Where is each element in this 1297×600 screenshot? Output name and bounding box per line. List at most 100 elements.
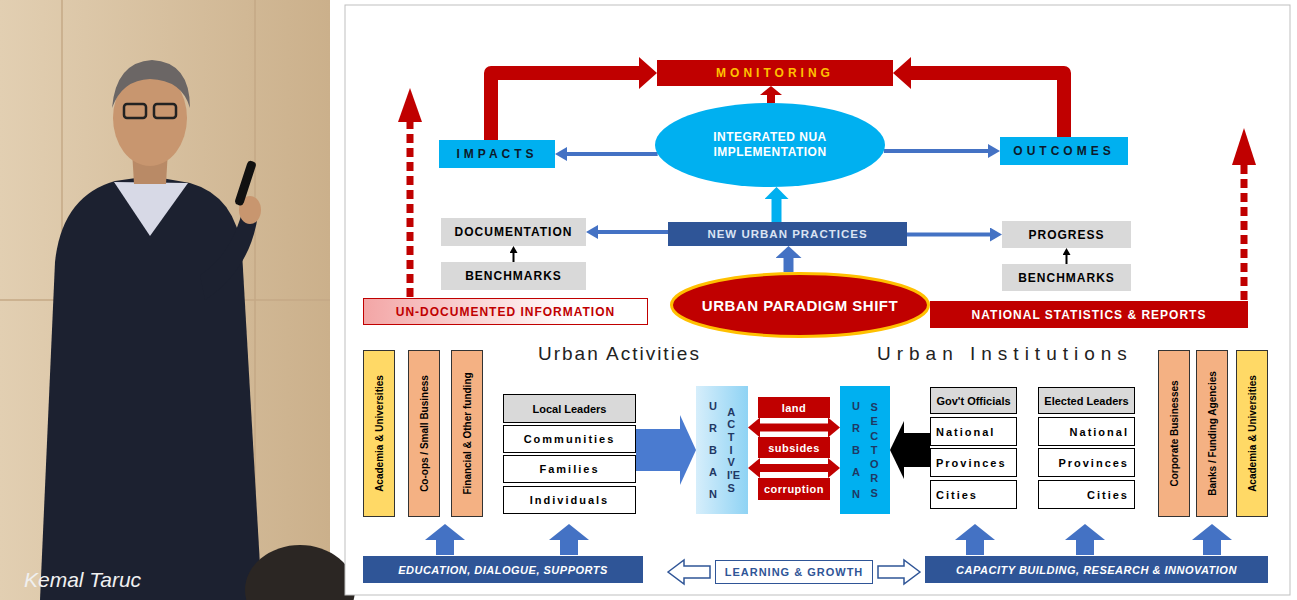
audience-head: [245, 545, 355, 600]
benchmark-box: BENCHMARKS: [1002, 264, 1131, 291]
node-text: Provinces: [1058, 457, 1129, 469]
node-text: BENCHMARKS: [1018, 271, 1115, 285]
issue-box: subsides: [758, 437, 830, 458]
node-text: Co-ops / Small Business: [419, 375, 430, 492]
speaker-hair: [112, 60, 190, 108]
feedback-arrow: [491, 73, 639, 140]
up-arrow: [767, 95, 775, 103]
header-cell: Local Leaders: [503, 394, 636, 423]
photo-caption: Kemal Taruc: [24, 568, 141, 592]
node-text: BENCHMARKS: [465, 269, 562, 283]
ellipse-shape: [655, 103, 885, 187]
impacts-box: IMPACTS: [439, 140, 555, 168]
implementation-ellipse: INTEGRATED NUA IMPLEMENTATION: [655, 103, 885, 187]
group-heading: Urban Institutions: [877, 343, 1133, 365]
node-text: corruption: [764, 483, 824, 495]
table-cell: Families: [503, 455, 636, 483]
node-text: URBAN: [709, 395, 717, 505]
node-text: MONITORING: [716, 66, 834, 80]
up-arrow: [549, 524, 589, 555]
group-heading: Urban Activities: [538, 343, 701, 365]
speaker-shirt: [114, 182, 188, 236]
sectors-box: URBANSECTORS: [840, 386, 890, 514]
block-arrow: [904, 433, 930, 467]
node-text: Elected Leaders: [1044, 395, 1128, 407]
node-text: Cities: [1087, 489, 1129, 501]
up-arrow: [772, 199, 782, 222]
arrow-head: [398, 88, 422, 122]
actor-column: Co-ops / Small Business: [408, 350, 440, 517]
hollow-arrow: [668, 560, 710, 584]
flow-arrow: [884, 149, 988, 153]
node-text: Gov't Officials: [936, 395, 1010, 407]
node-text: Financial & Other funding: [462, 372, 473, 494]
small-arrow: [513, 253, 515, 262]
node-text: Corporate Businesses: [1169, 380, 1180, 486]
up-arrow: [784, 258, 794, 272]
node-text: Families: [539, 463, 599, 475]
double-arrow: [760, 464, 828, 472]
benchmark-box: BENCHMARKS: [441, 262, 586, 290]
node-text: Communities: [524, 433, 616, 445]
table-cell: Provinces: [930, 448, 1017, 477]
feedback-arrow: [911, 73, 1064, 137]
paradigm-ellipse: URBAN PARADIGM SHIFT: [670, 272, 930, 338]
node-text: Academia & Universities: [1247, 375, 1258, 492]
support-bar: EDUCATION, DIALOGUE, SUPPORTS: [363, 556, 643, 583]
dashed-arrow: [407, 122, 414, 297]
flow-arrow: [598, 230, 668, 234]
up-arrow: [1065, 524, 1105, 555]
node-text: PROGRESS: [1028, 228, 1104, 242]
outcomes-box: OUTCOMES: [1000, 137, 1128, 165]
node-text: Provinces: [936, 457, 1007, 469]
ellipse-shape: [672, 274, 929, 337]
monitoring-box: MONITORING: [657, 60, 893, 86]
node-text: LEARNING & GROWTH: [725, 566, 864, 578]
issue-box: corruption: [758, 478, 830, 500]
node-text: EDUCATION, DIALOGUE, SUPPORTS: [398, 564, 608, 576]
actor-column: Corporate Businesses: [1158, 350, 1190, 517]
progress-box: PROGRESS: [1002, 221, 1131, 248]
actor-column: Academia & Universities: [1236, 350, 1268, 517]
actor-column: Financial & Other funding: [451, 350, 483, 517]
node-text: NEW URBAN PRACTICES: [707, 228, 867, 240]
diagram-frame: [345, 5, 1290, 595]
up-arrow: [1192, 524, 1232, 555]
node-text: Academia & Universities: [374, 375, 385, 492]
information-box: UN-DOCUMENTED INFORMATION: [363, 298, 648, 325]
table-cell: National: [1038, 417, 1135, 446]
node-text: Individuals: [530, 494, 609, 506]
actor-column: Banks / Funding Agencies: [1196, 350, 1228, 517]
double-arrow: [760, 424, 828, 432]
table-cell: Cities: [1038, 480, 1135, 509]
issue-box: land: [758, 397, 830, 418]
table-cell: National: [930, 417, 1017, 446]
dashed-arrow: [1241, 165, 1248, 300]
node-text: UN-DOCUMENTED INFORMATION: [396, 305, 615, 319]
node-text: IMPACTS: [456, 147, 537, 161]
documentation-box: DOCUMENTATION: [441, 218, 586, 246]
header-cell: Elected Leaders: [1038, 387, 1135, 414]
small-arrow: [1066, 255, 1068, 264]
flow-arrow: [907, 233, 990, 237]
node-text: Banks / Funding Agencies: [1207, 371, 1218, 496]
table-cell: Individuals: [503, 486, 636, 514]
node-text: land: [782, 402, 807, 414]
node-text: subsides: [768, 442, 820, 454]
practices-box: NEW URBAN PRACTICES: [668, 222, 907, 246]
microphone: [234, 160, 257, 207]
flow-arrow: [567, 152, 658, 156]
speaker-suit: [40, 176, 262, 600]
support-bar: CAPACITY BUILDING, RESEARCH & INNOVATION: [925, 556, 1268, 583]
activities-box: URBAN ACTIVI'ES: [696, 386, 748, 514]
table-cell: Provinces: [1038, 448, 1135, 477]
node-text: ACTIVI'ES: [727, 406, 735, 494]
node-text: Local Leaders: [533, 403, 607, 415]
node-text: OUTCOMES: [1013, 144, 1114, 158]
node-text: National: [1070, 426, 1129, 438]
arrow-head: [1232, 128, 1256, 165]
header-cell: Gov't Officials: [930, 387, 1017, 414]
table-cell: Communities: [503, 425, 636, 453]
